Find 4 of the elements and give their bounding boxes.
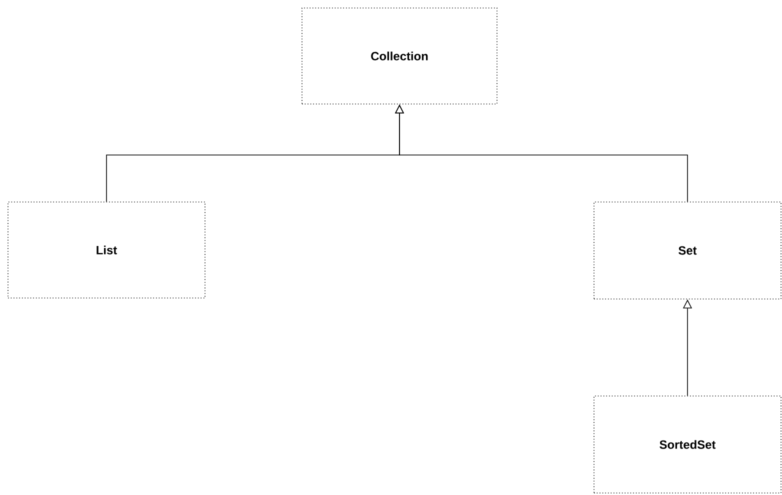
class-box: List (8, 202, 206, 298)
class-box: Collection (302, 8, 498, 104)
class-box: Set (594, 202, 782, 300)
class-box: SortedSet (594, 396, 782, 494)
